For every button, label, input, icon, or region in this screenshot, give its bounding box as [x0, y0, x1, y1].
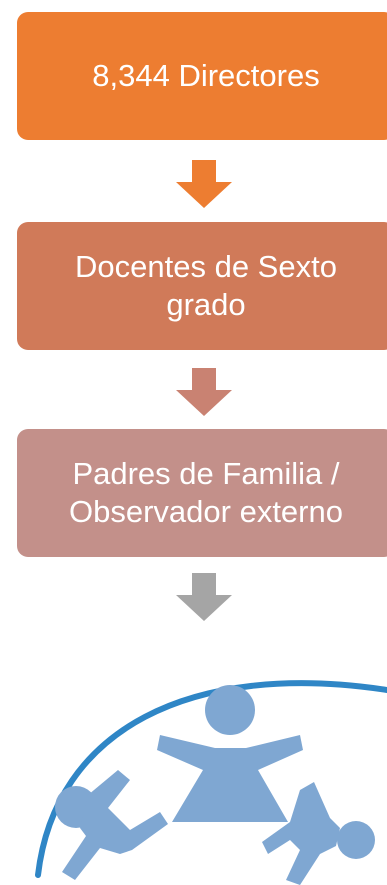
- down-arrow-icon: [176, 368, 232, 416]
- flow-step-padres-label-line2: Observador externo: [69, 494, 343, 529]
- flow-step-directores-label: 8,344 Directores: [92, 58, 320, 94]
- flow-step-docentes: Docentes de Sexto grado: [17, 222, 387, 350]
- flow-step-padres: Padres de Familia / Observador externo: [17, 429, 387, 557]
- down-arrow-icon: [176, 573, 232, 621]
- flow-step-docentes-label-line2: grado: [166, 287, 246, 322]
- children-group-logo-icon: [35, 680, 387, 885]
- flow-step-directores: 8,344 Directores: [17, 12, 387, 140]
- flow-step-docentes-label-line1: Docentes de Sexto: [75, 249, 337, 285]
- logo-left-child: [55, 770, 168, 880]
- logo-center-child: [157, 685, 303, 822]
- logo-arc: [35, 680, 387, 878]
- down-arrow-icon: [176, 160, 232, 208]
- logo-right-child: [262, 782, 375, 885]
- flow-step-padres-label-line1: Padres de Familia /: [72, 456, 340, 492]
